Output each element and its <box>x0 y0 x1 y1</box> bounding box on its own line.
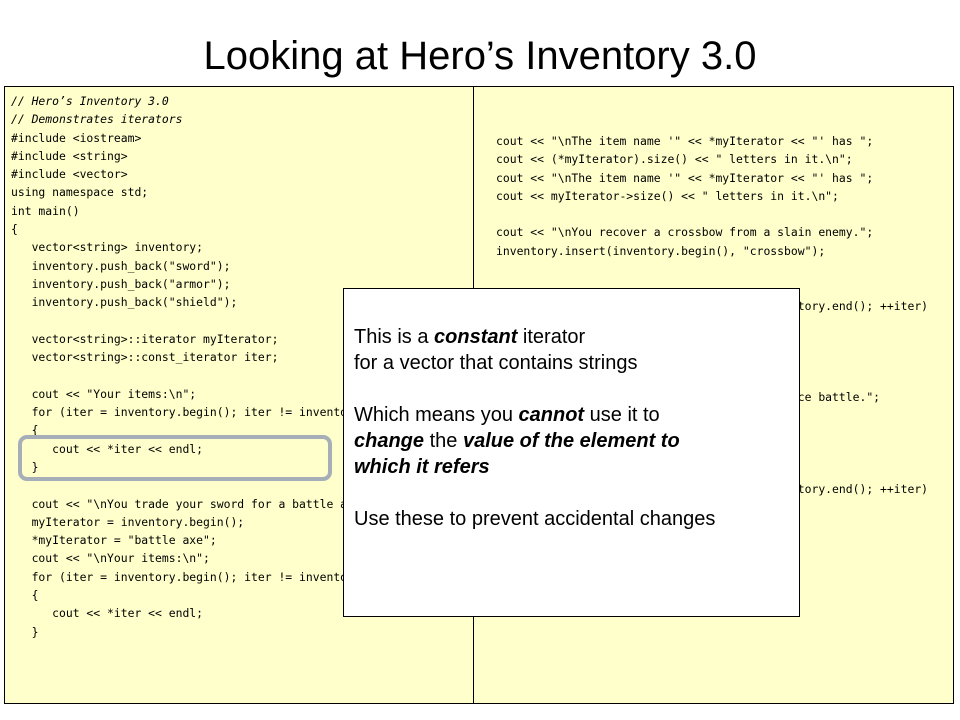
code-line: using namespace std; <box>11 185 149 200</box>
code-line: inventory.push_back("shield"); <box>11 295 238 310</box>
code-line: inventory.insert(inventory.begin(), "cro… <box>496 243 826 258</box>
code-line: } <box>11 624 39 639</box>
callout-line-4: change the value of the element to <box>354 430 680 452</box>
code-line: cout << "\nYou recover a crossbow from a… <box>496 225 874 240</box>
code-line: #include <string> <box>11 148 128 163</box>
code-line: vector<string>::const_iterator iter; <box>11 350 279 365</box>
code-line: cout << myIterator->size() << " letters … <box>496 188 839 203</box>
code-line: myIterator = inventory.begin(); <box>11 514 245 529</box>
code-line: cout << "\nThe item name '" << *myIterat… <box>496 170 874 185</box>
code-line: cout << (*myIterator).size() << " letter… <box>496 152 853 167</box>
code-line: // Demonstrates iterators <box>11 112 183 127</box>
code-line: vector<string> inventory; <box>11 240 204 255</box>
slide-title: Looking at Hero’s Inventory 3.0 <box>203 34 757 78</box>
code-line: cout << *iter << endl; <box>11 606 204 621</box>
code-line: cout << "\nThe item name '" << *myIterat… <box>496 134 874 148</box>
code-line: #include <iostream> <box>11 130 142 145</box>
callout-line-6: Use these to prevent accidental changes <box>354 508 716 530</box>
code-line: // Hero’s Inventory 3.0 <box>11 94 169 108</box>
callout-line-1: This is a constant iterator <box>354 326 586 348</box>
code-line: } <box>11 459 39 474</box>
code-line: int main() <box>11 203 80 218</box>
code-line <box>496 260 928 278</box>
code-line: cout << "\nYour items:\n"; <box>11 551 210 566</box>
code-line: cout << "Your items:\n"; <box>11 386 197 401</box>
callout-line-2: for a vector that contains strings <box>354 352 638 374</box>
code-line <box>496 205 928 223</box>
code-line: { <box>11 222 18 237</box>
code-line: *myIterator = "battle axe"; <box>11 533 217 548</box>
callout-line-3: Which means you cannot use it to <box>354 404 660 426</box>
code-line: { <box>11 423 39 438</box>
code-line: vector<string>::iterator myIterator; <box>11 331 279 346</box>
callout-box: This is a constant iterator for a vector… <box>343 288 800 617</box>
callout-line-5: which it refers <box>354 456 490 478</box>
code-line: cout << *iter << endl; <box>11 441 204 456</box>
code-line: inventory.push_back("sword"); <box>11 258 231 273</box>
const-iterator-highlight <box>18 435 332 481</box>
code-line: { <box>11 588 39 603</box>
code-line: #include <vector> <box>11 167 128 182</box>
code-line: inventory.push_back("armor"); <box>11 276 231 291</box>
